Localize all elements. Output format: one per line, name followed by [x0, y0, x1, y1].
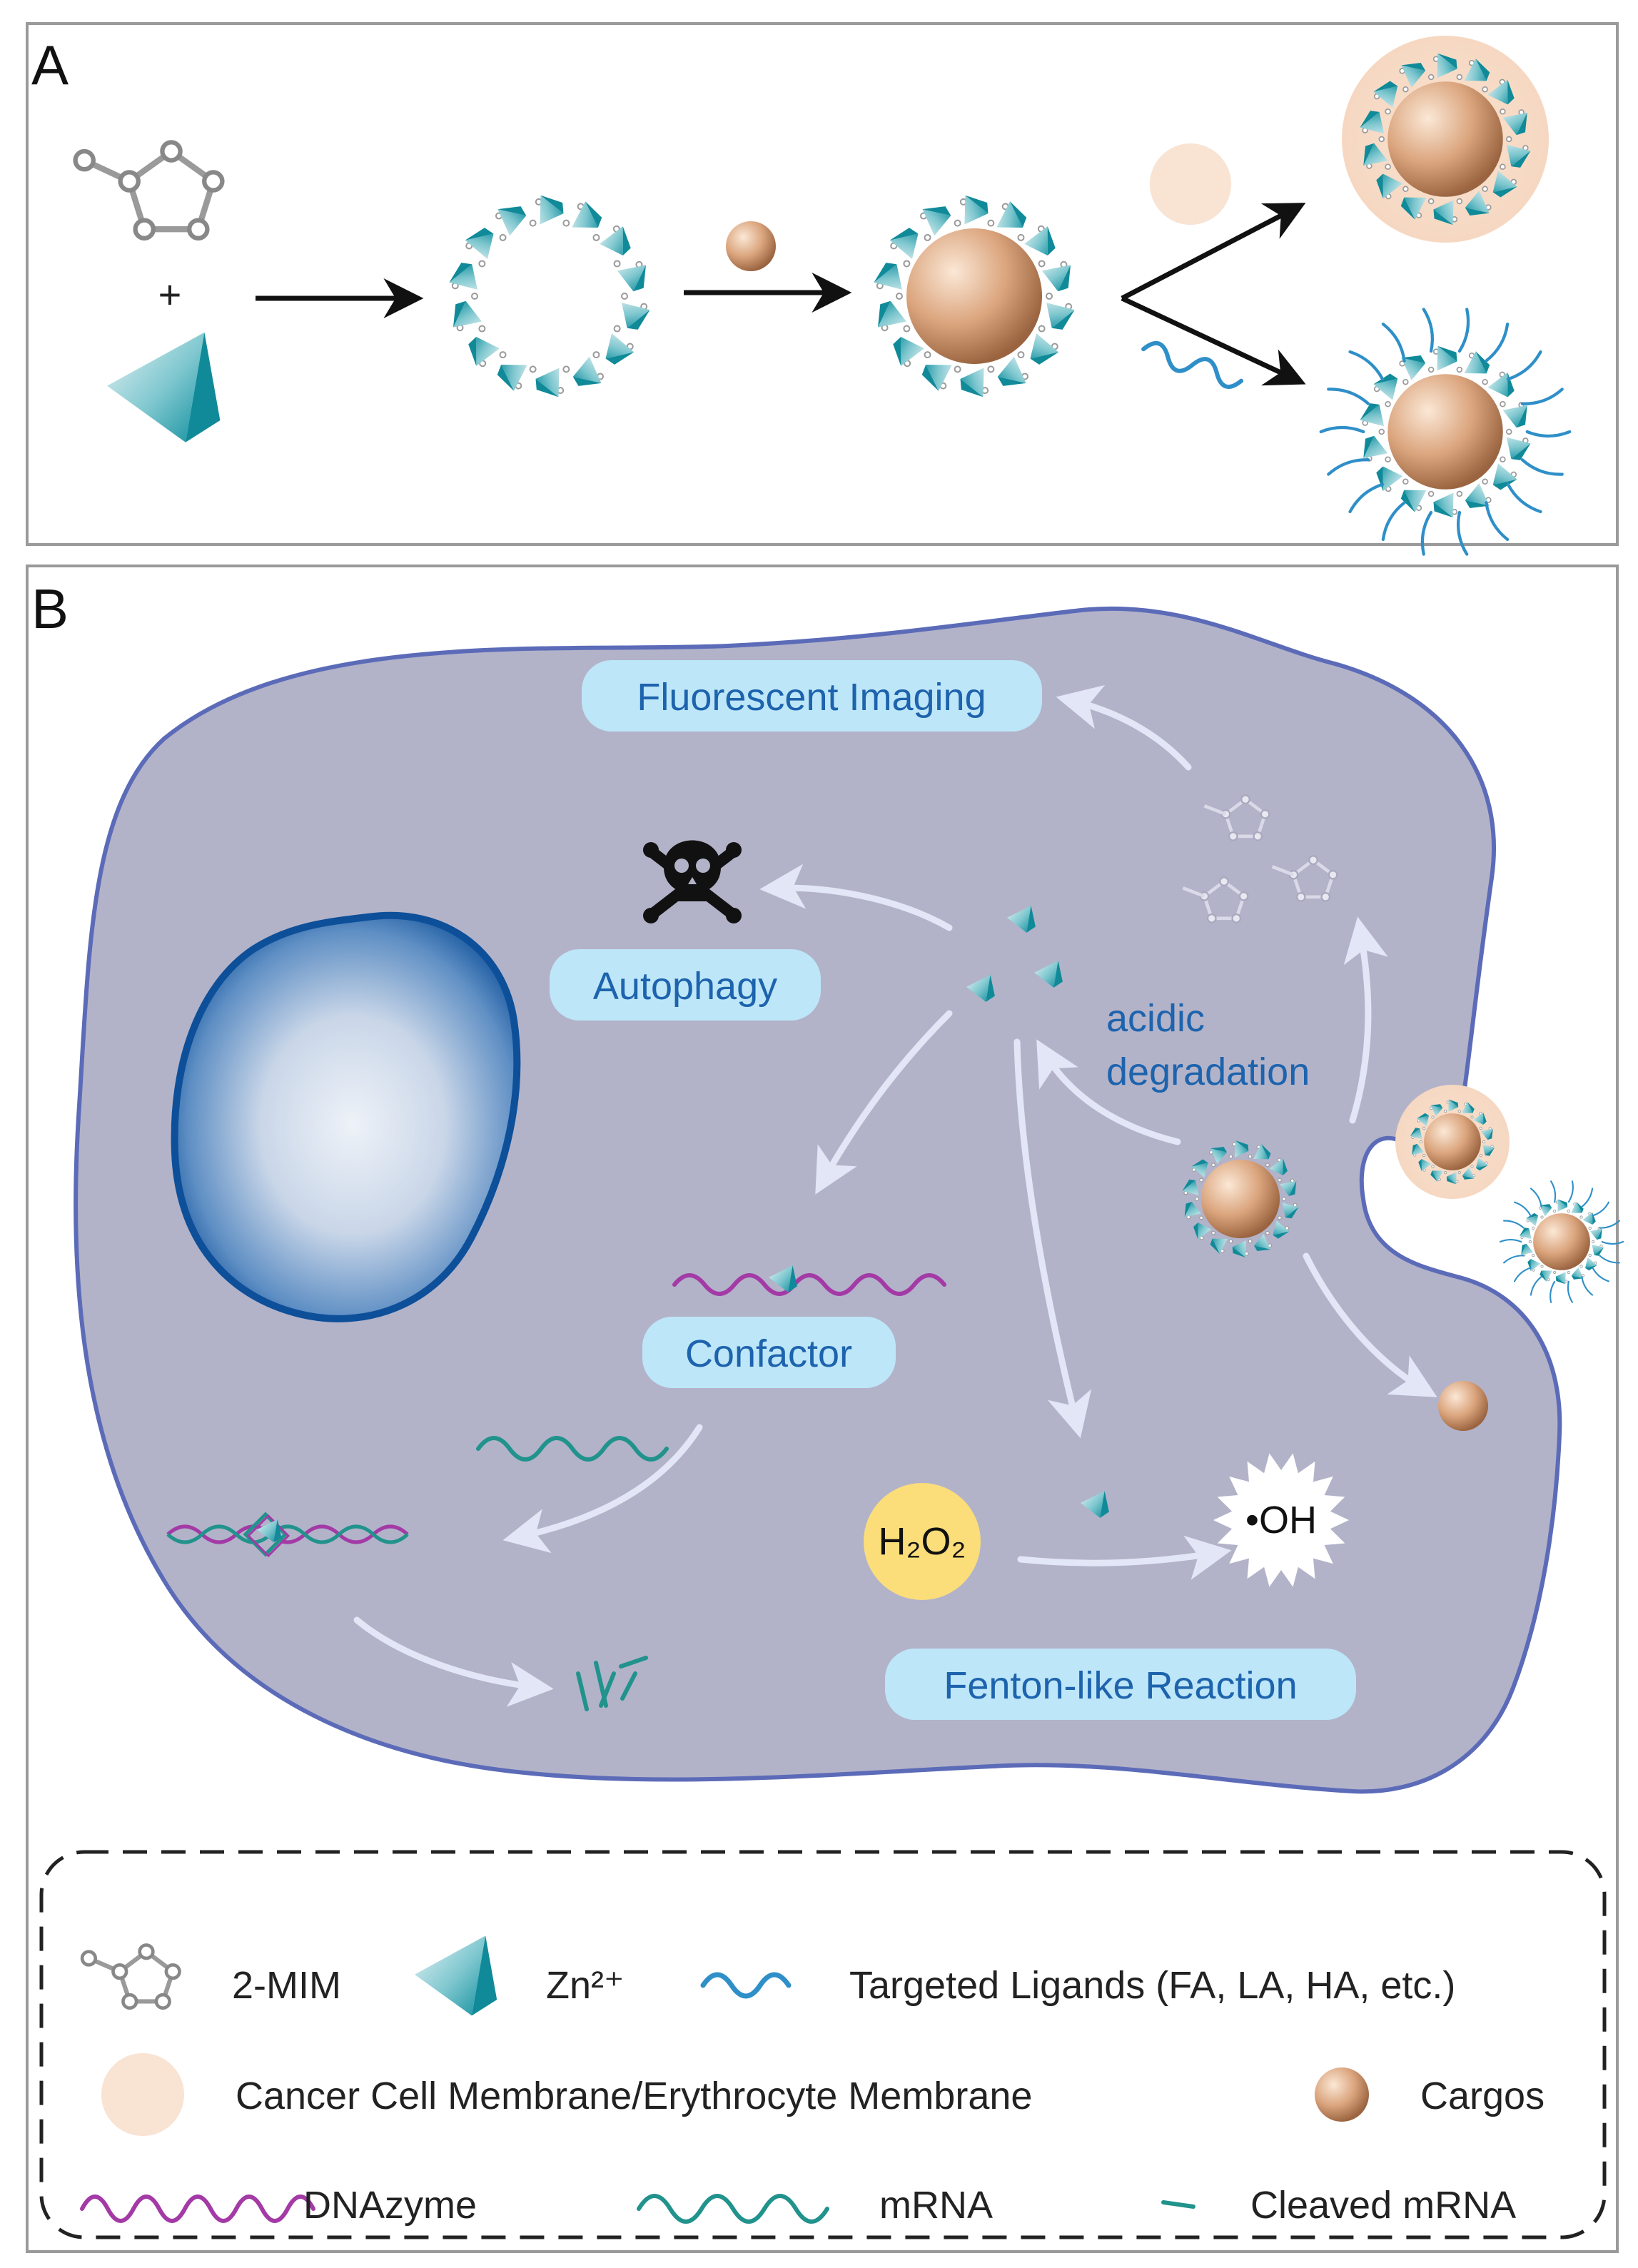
label-autophagy [550, 949, 821, 1021]
zif8-framework-icon [449, 195, 650, 398]
label-acidic-degradation-line2: degradation [1106, 1051, 1310, 1093]
degraded-mim-icon [1182, 876, 1249, 923]
legend-cargo-icon [1315, 2067, 1369, 2122]
arrow-to-zn-fenton [1013, 1038, 1092, 1439]
arrow-to-zn-ions [1036, 1039, 1181, 1145]
label-confactor-text: Confactor [685, 1332, 852, 1375]
mrna-strand [476, 1436, 669, 1462]
cell-body [74, 606, 1562, 1794]
zn-duplex-icon [257, 1519, 282, 1543]
zn-fenton-icon [1081, 1491, 1109, 1518]
legend-cargos-text: Cargos [1420, 2075, 1545, 2117]
legend-mim-icon [80, 1943, 181, 2010]
label-fluorescent-imaging-text: Fluorescent Imaging [637, 676, 986, 719]
arrow-to-cargo-release [1303, 1252, 1437, 1397]
skull-crossbones-icon [643, 840, 742, 923]
legend-mim-text: 2-MIM [232, 1964, 341, 2007]
outside-ligand-zif8-icon [1499, 1180, 1624, 1303]
arrow-to-duplex [502, 1424, 703, 1554]
released-cargo-icon [1438, 1381, 1488, 1431]
dnazyme-mrna-duplex [166, 1512, 409, 1558]
arrow-to-cleaved [353, 1616, 554, 1707]
arrow-fenton-reaction [1017, 1535, 1232, 1580]
arrow-ligand-coating [1121, 295, 1306, 386]
label-fluorescent-imaging [582, 660, 1042, 731]
legend-zn-text: Zn²⁺ [546, 1964, 625, 2007]
arrow-to-degraded-mim [1343, 916, 1388, 1124]
legend-box [39, 1850, 1607, 2239]
arrow-membrane-coating [1121, 203, 1306, 301]
label-fenton-text: Fenton-like Reaction [944, 1664, 1297, 1707]
label-autophagy-text: Autophagy [593, 965, 777, 1008]
plus-sign: + [158, 272, 182, 317]
zn-ion-icon [107, 332, 221, 442]
panel-a-label: A [31, 34, 69, 96]
label-acidic-degradation-line1: acidic [1106, 997, 1205, 1040]
membrane-disc-icon [1150, 143, 1231, 225]
cleaved-mrna-fragments [576, 1656, 648, 1711]
legend-zn-icon [415, 1935, 497, 2016]
legend-cleaved-text: Cleaved mRNA [1250, 2184, 1516, 2227]
oh-text: •OH [1245, 1499, 1317, 1541]
cargo-sphere-icon [726, 221, 776, 271]
degraded-mim-icon [1203, 794, 1270, 841]
label-confactor [642, 1317, 896, 1388]
panel-b-label: B [31, 577, 69, 640]
arrow-to-imaging [1056, 684, 1192, 771]
h2o2-text: H₂O₂ [879, 1520, 966, 1563]
legend-ligand-icon [700, 1972, 792, 1999]
legend-membrane-icon [101, 2053, 184, 2136]
zn-ion-icon [966, 975, 995, 1002]
zn-ion-icon [1007, 906, 1036, 933]
ligand-strand-icon [1141, 340, 1244, 389]
arrow-to-cofactor [815, 1010, 953, 1195]
zif8-cargo-icon [874, 195, 1075, 398]
legend-ligands-text: Targeted Ligands (FA, LA, HA, etc.) [849, 1964, 1455, 2007]
outside-membrane-zif8-icon [1410, 1099, 1495, 1185]
nucleus [171, 911, 521, 1322]
hydroxyl-radical-burst [1213, 1453, 1349, 1587]
legend-membrane-text: Cancer Cell Membrane/Erythrocyte Membran… [236, 2075, 1032, 2117]
legend-cleaved-icon [1161, 2200, 1195, 2209]
label-fenton [885, 1649, 1356, 1720]
h2o2-molecule [864, 1483, 981, 1600]
zn-cofactor-icon [769, 1265, 797, 1292]
legend-dnazyme-text: DNAzyme [303, 2184, 477, 2227]
arrow-to-toxicity [759, 864, 953, 931]
pathway-arrows [353, 684, 1437, 1707]
membrane-coated-zif8-icon [1360, 53, 1531, 226]
dnazyme-strand [672, 1273, 946, 1296]
legend-mrna-icon [637, 2194, 829, 2224]
degraded-mim-icon [1271, 855, 1338, 902]
internalized-zif8-icon [1182, 1140, 1299, 1257]
mim-molecule-icon [73, 140, 225, 241]
zn-ion-icon [1034, 961, 1063, 988]
ligand-coated-zif8-icon [1319, 308, 1572, 556]
legend-mrna-text: mRNA [879, 2184, 993, 2227]
legend-dnazyme-icon [80, 2194, 315, 2223]
